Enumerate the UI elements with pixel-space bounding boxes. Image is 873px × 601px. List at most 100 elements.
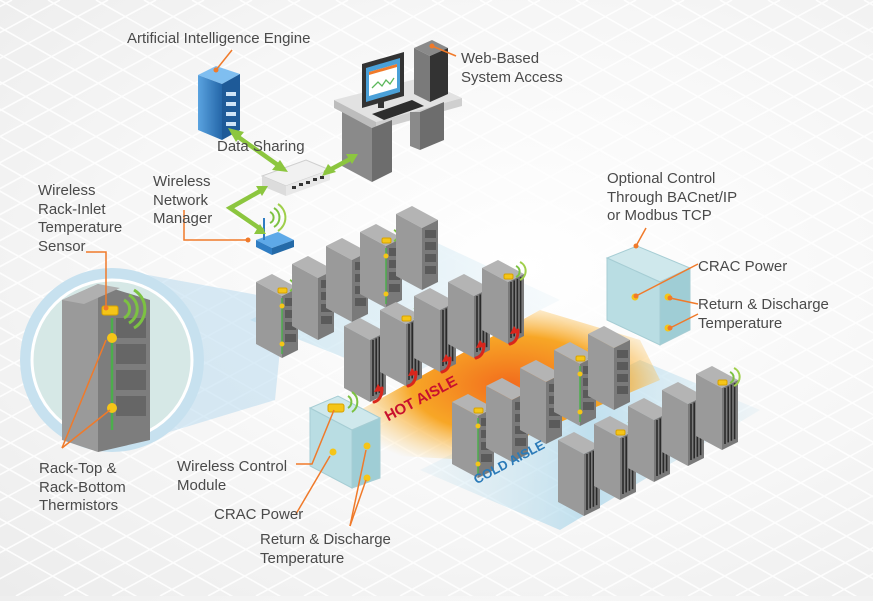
label-crac-power-right: CRAC Power bbox=[698, 258, 788, 275]
grid-line bbox=[0, 463, 243, 601]
thermistor bbox=[475, 423, 481, 429]
wireless-signal-icon bbox=[519, 261, 527, 281]
link-ai-switch bbox=[231, 131, 285, 171]
leader-ai-engine bbox=[215, 49, 233, 71]
rack-sensor bbox=[473, 407, 484, 414]
grid-line bbox=[527, 0, 873, 198]
rack-top bbox=[414, 288, 456, 310]
rack-side bbox=[558, 440, 584, 516]
grid-line bbox=[0, 0, 524, 596]
leader-return-bottom-2 bbox=[349, 479, 367, 527]
exhaust-arrowhead bbox=[442, 354, 451, 362]
leader-web-access bbox=[431, 45, 457, 57]
grid-line bbox=[0, 408, 339, 601]
rack-unit bbox=[617, 350, 628, 358]
rack-unit bbox=[425, 242, 436, 250]
thermistor bbox=[383, 291, 389, 297]
rack-top bbox=[520, 360, 562, 382]
grid-line bbox=[0, 0, 444, 596]
thermistor bbox=[279, 303, 285, 309]
rack-side bbox=[662, 390, 688, 466]
grid-line bbox=[671, 0, 873, 116]
grid-line bbox=[383, 0, 873, 280]
server-rack bbox=[588, 326, 630, 410]
rack-unit bbox=[389, 284, 400, 292]
leader-thermistor-bottom bbox=[61, 409, 111, 449]
thermistor bbox=[279, 341, 285, 347]
server-rack bbox=[396, 206, 438, 290]
link-switch-router bbox=[225, 187, 265, 233]
rack-sensor bbox=[717, 379, 728, 386]
rack-unit bbox=[285, 310, 296, 318]
leader-dots bbox=[103, 43, 673, 331]
label-return-discharge-bottom: Return & Discharge Temperature bbox=[260, 531, 391, 567]
exhaust-arrowhead bbox=[374, 384, 383, 392]
rack-sensor bbox=[401, 315, 412, 322]
rack-unit bbox=[285, 298, 296, 306]
grid-line bbox=[0, 0, 476, 596]
grid-line bbox=[543, 416, 873, 597]
label-wireless-control-module: Wireless Control Module bbox=[177, 458, 288, 494]
rack-side bbox=[414, 296, 440, 372]
rack-unit bbox=[617, 386, 628, 394]
exhaust-arrowhead bbox=[510, 326, 519, 334]
rack-top bbox=[448, 274, 490, 296]
server-rack bbox=[558, 432, 600, 516]
rack-unit bbox=[549, 420, 560, 428]
leader-crac-power-bottom bbox=[295, 455, 331, 515]
rack-unit bbox=[617, 374, 628, 382]
rack-side bbox=[360, 232, 386, 308]
grid-line bbox=[0, 517, 147, 601]
grid-line bbox=[495, 390, 873, 597]
crac-unit-right bbox=[605, 245, 692, 346]
rack-unit bbox=[515, 438, 526, 446]
leader-network-manager bbox=[183, 210, 248, 241]
link-arrowheads bbox=[228, 128, 358, 234]
rack-side bbox=[396, 214, 422, 290]
wireless-signal-icon bbox=[515, 265, 521, 278]
rack-top bbox=[326, 238, 368, 260]
grid-line bbox=[0, 0, 572, 596]
grid-line bbox=[0, 0, 13, 8]
server-rack bbox=[482, 260, 527, 344]
grid-line bbox=[0, 0, 205, 112]
server-rack bbox=[360, 224, 405, 308]
thermistor bbox=[383, 253, 389, 259]
leader-optional-control bbox=[635, 227, 647, 247]
grid-line bbox=[0, 0, 253, 138]
rack-top bbox=[588, 326, 630, 348]
rack-side bbox=[588, 334, 614, 410]
grid-line bbox=[207, 234, 873, 597]
rack-side bbox=[292, 264, 318, 340]
rack-side bbox=[482, 268, 508, 344]
rack-unit bbox=[425, 230, 436, 238]
grid-line bbox=[863, 0, 873, 7]
rack-unit bbox=[425, 266, 436, 274]
rack-top bbox=[486, 378, 528, 400]
leader-rack-inlet bbox=[86, 251, 107, 308]
grid-line bbox=[0, 0, 492, 596]
grid-line bbox=[0, 0, 301, 164]
label-ai-engine: Artificial Intelligence Engine bbox=[127, 30, 311, 47]
grid-line bbox=[639, 468, 873, 597]
grid-line bbox=[15, 130, 873, 597]
grid-line bbox=[287, 0, 873, 334]
wireless-network-manager-router bbox=[256, 203, 294, 255]
rack-sensor bbox=[277, 287, 288, 294]
rack-top bbox=[628, 398, 670, 420]
server-rack bbox=[696, 366, 741, 450]
label-network-manager: Wireless Network Manager bbox=[153, 173, 213, 227]
thermistor bbox=[577, 409, 583, 415]
rack-unit bbox=[321, 316, 332, 324]
rack-sensor bbox=[381, 237, 392, 244]
label-crac-power-bottom: CRAC Power bbox=[214, 506, 304, 523]
ai-engine-server bbox=[198, 66, 240, 140]
grid-line bbox=[687, 494, 873, 597]
rack-top bbox=[396, 206, 438, 228]
label-return-discharge-right: Return & Discharge Temperature bbox=[698, 296, 829, 332]
server-racks bbox=[256, 206, 741, 516]
rack-side bbox=[486, 386, 512, 462]
crac-unit-bottom bbox=[308, 391, 382, 489]
